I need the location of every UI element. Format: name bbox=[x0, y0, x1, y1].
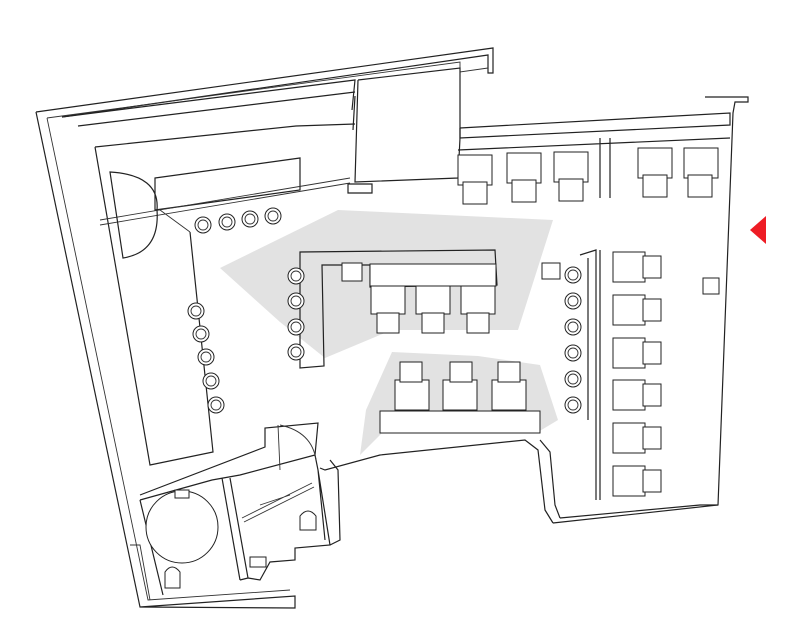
lower-right-wall bbox=[319, 439, 718, 524]
service-rooms-walls bbox=[139, 422, 341, 596]
service-door-swing bbox=[277, 424, 317, 471]
left-pillar bbox=[130, 544, 151, 601]
wall-box-right bbox=[702, 277, 720, 295]
round-room-circle bbox=[145, 490, 219, 564]
right-bar-counter bbox=[579, 249, 601, 500]
toilet-icon bbox=[164, 566, 181, 589]
central-bar-counter bbox=[287, 249, 561, 369]
center-table-lower bbox=[379, 361, 541, 434]
sink-icon bbox=[249, 556, 267, 568]
toilet-icon bbox=[299, 510, 317, 531]
stools-top-row bbox=[194, 207, 282, 234]
door-arc bbox=[109, 171, 158, 259]
service-fixtures bbox=[145, 489, 317, 589]
sink-icon bbox=[174, 489, 190, 499]
left-corridor-walls bbox=[61, 79, 356, 466]
stools-right-column bbox=[564, 266, 582, 414]
upper-room-wall bbox=[99, 177, 351, 233]
stair-shaft bbox=[347, 67, 461, 194]
stools-left-column bbox=[187, 302, 225, 414]
top-right-wall bbox=[457, 112, 731, 198]
center-table-upper bbox=[369, 263, 497, 334]
entrance-arrow-icon bbox=[750, 216, 766, 244]
diagonal-partition bbox=[241, 482, 315, 523]
door-top-left bbox=[109, 171, 158, 259]
chairs-top-wall bbox=[457, 147, 719, 205]
walls bbox=[35, 47, 749, 609]
booth-seats-right bbox=[612, 251, 662, 497]
outer-wall-inner-line bbox=[46, 61, 489, 601]
